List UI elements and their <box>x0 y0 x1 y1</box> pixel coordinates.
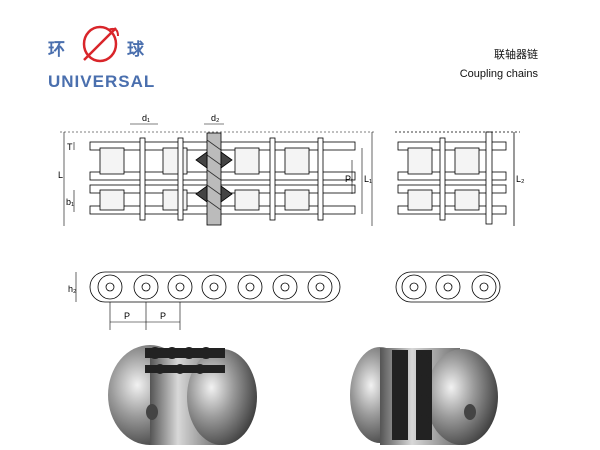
page-title-en: Coupling chains <box>459 68 538 80</box>
dim-h2: h₂ <box>68 284 77 294</box>
logo-cn-right: 球 <box>127 40 144 60</box>
logo-cn-left: 环 <box>48 40 65 60</box>
dim-d2: d₂ <box>211 113 220 123</box>
chain-side-view-left <box>89 271 341 303</box>
page-title-cn: 联轴器链 <box>494 48 538 61</box>
dimension-lines-plan-left <box>60 123 376 226</box>
coupling-photo-right <box>350 347 498 445</box>
dim-L: L <box>58 170 63 180</box>
chain-side-view-right <box>395 271 501 303</box>
dim-T: T <box>67 142 73 152</box>
dim-L2: L₂ <box>516 174 525 184</box>
red-ring-emblem-icon <box>82 25 119 63</box>
chain-plan-view-left <box>89 132 356 226</box>
dim-Pt: Pₜ <box>345 174 354 184</box>
coupling-photo-left <box>108 345 257 445</box>
dim-P1: P <box>124 311 130 321</box>
dim-d1: d₁ <box>142 113 150 123</box>
dim-P2: P <box>160 311 166 321</box>
chain-plan-view-right <box>395 131 520 226</box>
logo-wordmark: UNIVERSAL <box>48 72 156 91</box>
universal-logo: 环 球 UNIVERSAL <box>48 22 158 92</box>
dim-b1: b₁ <box>66 197 74 207</box>
dim-L1: L₁ <box>364 174 372 184</box>
dimension-lines-side-left <box>75 272 181 330</box>
